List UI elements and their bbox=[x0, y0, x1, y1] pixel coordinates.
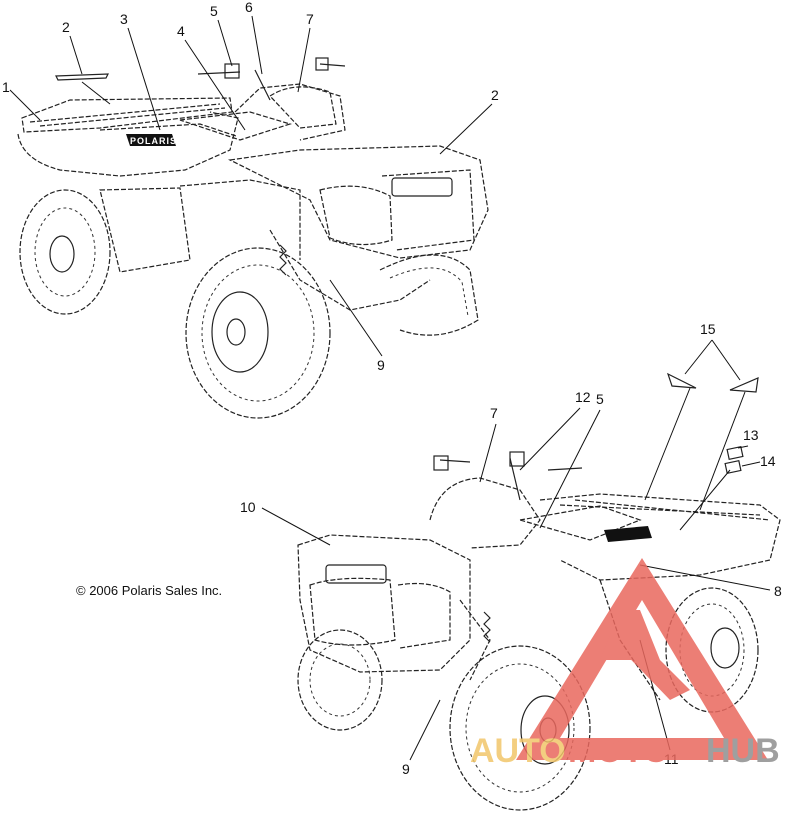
watermark-auto: AUTO bbox=[470, 732, 566, 770]
atv-top-illustration: POLARIS bbox=[17, 57, 489, 419]
callout-13: 13 bbox=[743, 427, 759, 443]
callout-7-top: 7 bbox=[306, 11, 314, 27]
watermark-hub: HUB bbox=[706, 732, 780, 770]
callout-1-top: 1 bbox=[2, 79, 10, 95]
callouts-bottom: 15 13 14 12 5 7 10 8 9 11 bbox=[240, 321, 782, 777]
callout-15: 15 bbox=[700, 321, 716, 337]
polaris-decal-top: POLARIS bbox=[126, 134, 177, 146]
polaris-decal-bottom bbox=[604, 526, 652, 542]
brand-decal-label: POLARIS bbox=[130, 136, 177, 146]
callout-10: 10 bbox=[240, 499, 256, 515]
automotohub-watermark: AUTO MOTO HUB bbox=[470, 558, 780, 770]
decal-15-shapes bbox=[666, 372, 759, 393]
callout-7-bottom: 7 bbox=[490, 405, 498, 421]
callout-9-top: 9 bbox=[377, 357, 385, 373]
callout-5-top: 5 bbox=[210, 3, 218, 19]
copyright-text: © 2006 Polaris Sales Inc. bbox=[76, 583, 222, 598]
callout-5-bottom: 5 bbox=[596, 391, 604, 407]
callout-2-top-left: 2 bbox=[62, 19, 70, 35]
callout-12: 12 bbox=[575, 389, 591, 405]
callouts-top: 1 2 3 4 5 6 7 2 9 bbox=[2, 0, 499, 373]
callout-14: 14 bbox=[760, 453, 776, 469]
decal-13-shape bbox=[726, 445, 744, 461]
callout-6-top: 6 bbox=[245, 0, 253, 15]
callout-4-top: 4 bbox=[177, 23, 185, 39]
watermark-moto: MOTO bbox=[568, 732, 669, 770]
watermark-triangle-logo bbox=[516, 558, 768, 760]
callout-9-bottom: 9 bbox=[402, 761, 410, 777]
decal-2-shape bbox=[55, 73, 109, 81]
callout-8: 8 bbox=[774, 583, 782, 599]
decal-14-shape bbox=[724, 459, 742, 475]
callout-2-top-right: 2 bbox=[491, 87, 499, 103]
callout-3-top: 3 bbox=[120, 11, 128, 27]
